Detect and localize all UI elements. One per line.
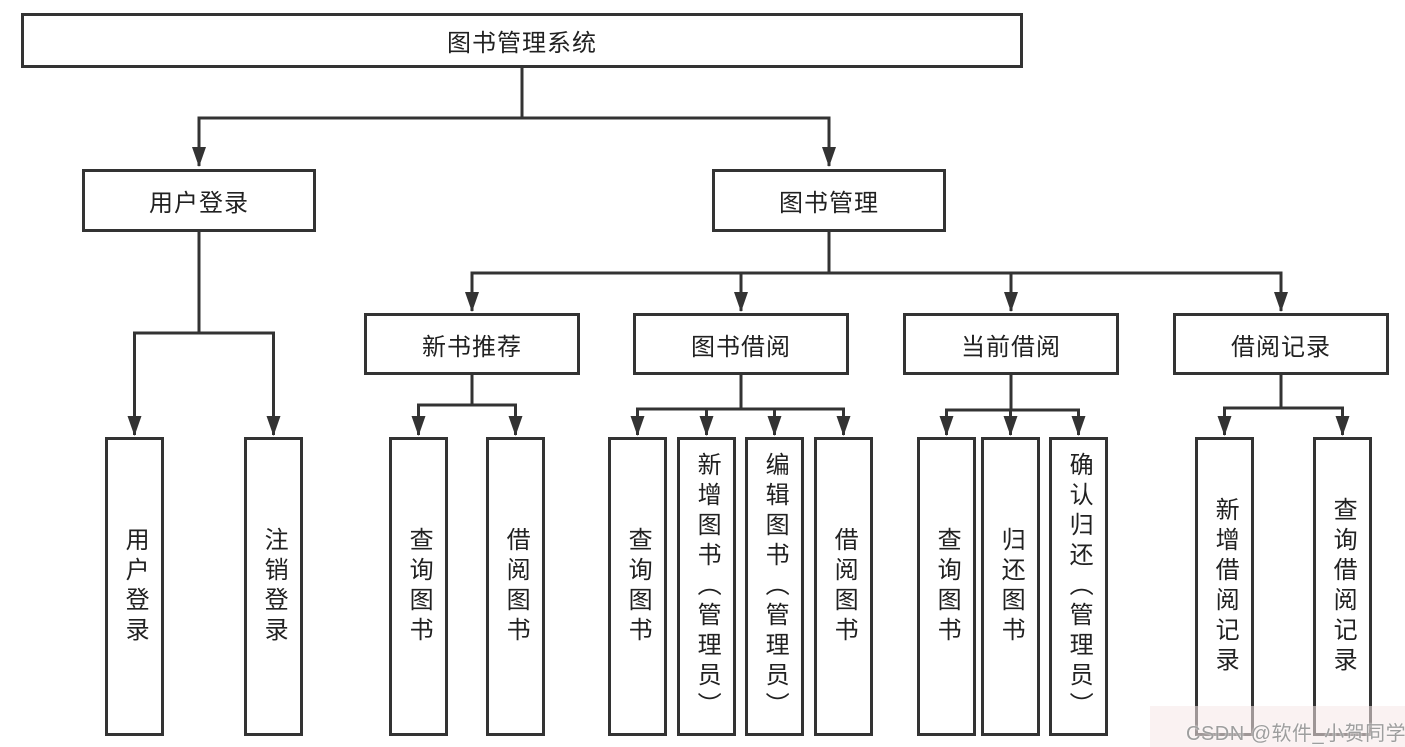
leaf-logout: 注销登录 xyxy=(244,437,303,736)
node-new-book-recommendation: 新书推荐 xyxy=(364,313,580,375)
node-label: 新书推荐 xyxy=(422,333,522,361)
leaf-newrec-query-books: 查询图书 xyxy=(389,437,448,736)
leaf-label: 借阅图书 xyxy=(830,526,858,647)
leaf-label: 确认归还（管理员） xyxy=(1065,451,1093,722)
node-label: 用户登录 xyxy=(149,190,249,217)
leaf-label: 编辑图书（管理员） xyxy=(761,451,789,722)
leaf-borrowing-borrow-books: 借阅图书 xyxy=(814,437,873,736)
node-label: 借阅记录 xyxy=(1231,333,1331,361)
leaf-label: 查询图书 xyxy=(405,526,433,647)
node-label: 当前借阅 xyxy=(961,333,1061,361)
leaf-records-add-record: 新增借阅记录 xyxy=(1195,437,1254,736)
leaf-borrowing-add-books-admin: 新增图书（管理员） xyxy=(677,437,736,736)
leaf-current-query-books: 查询图书 xyxy=(917,437,976,736)
node-book-management: 图书管理 xyxy=(712,169,946,232)
node-label: 图书管理系统 xyxy=(447,30,597,57)
leaf-label: 查询借阅记录 xyxy=(1329,496,1357,677)
watermark-background xyxy=(1150,706,1405,747)
leaf-records-query-record: 查询借阅记录 xyxy=(1313,437,1372,736)
node-user-login: 用户登录 xyxy=(82,169,316,232)
leaf-label: 查询图书 xyxy=(624,526,652,647)
leaf-label: 用户登录 xyxy=(121,526,149,647)
node-library-management-system: 图书管理系统 xyxy=(21,13,1023,68)
leaf-label: 归还图书 xyxy=(997,526,1025,647)
leaf-current-return-books: 归还图书 xyxy=(981,437,1040,736)
leaf-current-confirm-return-admin: 确认归还（管理员） xyxy=(1049,437,1108,736)
leaf-borrowing-edit-books-admin: 编辑图书（管理员） xyxy=(745,437,804,736)
watermark-text: CSDN @软件_小贺同学 xyxy=(1186,723,1405,745)
node-label: 图书借阅 xyxy=(691,333,791,361)
leaf-label: 新增图书（管理员） xyxy=(693,451,721,722)
leaf-borrowing-query-books: 查询图书 xyxy=(608,437,667,736)
leaf-label: 查询图书 xyxy=(933,526,961,647)
node-borrowing-records: 借阅记录 xyxy=(1173,313,1389,375)
leaf-label: 借阅图书 xyxy=(502,526,530,647)
node-book-borrowing: 图书借阅 xyxy=(633,313,849,375)
leaf-label: 新增借阅记录 xyxy=(1211,496,1239,677)
node-current-borrowing: 当前借阅 xyxy=(903,313,1119,375)
leaf-newrec-borrow-books: 借阅图书 xyxy=(486,437,545,736)
node-label: 图书管理 xyxy=(779,190,879,217)
leaf-user-login: 用户登录 xyxy=(105,437,164,736)
leaf-label: 注销登录 xyxy=(260,526,288,647)
